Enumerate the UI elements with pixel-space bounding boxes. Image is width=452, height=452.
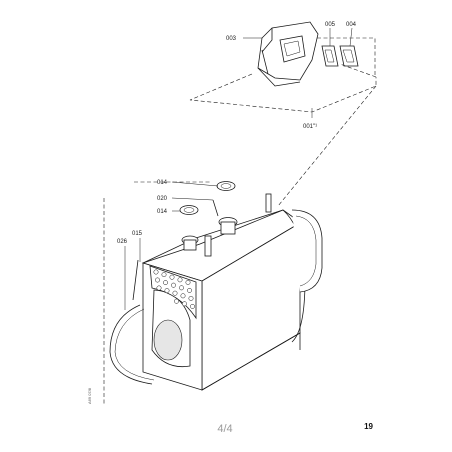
baffle-hole xyxy=(187,287,192,293)
callout-004: 004 xyxy=(346,22,357,28)
baffle-hole xyxy=(182,301,187,307)
sensor-020 xyxy=(212,199,219,217)
boiler-body xyxy=(109,181,323,391)
page-indicator: 4/4 xyxy=(217,423,233,435)
baffle-hole xyxy=(155,277,160,283)
gasket-004 xyxy=(339,45,359,67)
baffle-hole xyxy=(177,277,183,283)
baffle-hole xyxy=(190,303,195,309)
callout-014-lower: 014 xyxy=(157,209,168,215)
baffle-hole xyxy=(180,293,186,299)
flue-collar-inner xyxy=(295,215,317,287)
gasket-005-inner xyxy=(324,49,335,63)
callout-labels: 003 005 004 001"¹ 014 020 014 026 015 A6… xyxy=(87,22,357,404)
callout-020: 020 xyxy=(157,196,168,202)
callout-015: 015 xyxy=(132,231,143,237)
callout-003: 003 xyxy=(226,36,237,42)
callout-001: 001"¹ xyxy=(303,124,317,130)
baffle-hole xyxy=(156,285,162,291)
gasket-ring-026-inner xyxy=(114,308,155,381)
baffle-hole xyxy=(169,274,175,280)
baffle-hole xyxy=(161,272,167,278)
gasket-014-lower xyxy=(179,205,199,215)
rod-015 xyxy=(132,259,139,301)
housing-opening xyxy=(279,35,306,63)
chamber-interior xyxy=(153,319,183,361)
gasket-014-upper xyxy=(216,181,236,191)
return-connection-pipe xyxy=(220,221,236,235)
boiler-base-right xyxy=(201,332,301,391)
baffle-hole xyxy=(171,282,176,288)
baffle-hole xyxy=(185,279,191,285)
gasket-004-inner xyxy=(342,49,355,63)
gasket-014-upper-hole xyxy=(220,183,232,189)
callout-014-upper: 014 xyxy=(157,180,168,186)
baffle-hole xyxy=(153,269,159,275)
baffle-hole xyxy=(179,285,184,291)
leader-014a xyxy=(171,181,219,187)
flow-connection-pipe xyxy=(183,239,197,251)
burner-housing xyxy=(257,21,319,81)
gasket-005 xyxy=(321,45,339,67)
baffle-hole xyxy=(174,298,179,304)
assembly-path-lower xyxy=(277,85,377,207)
baffle-hole xyxy=(188,295,194,301)
baffle-hole xyxy=(163,280,168,286)
baffle-holes xyxy=(153,269,195,309)
baffle-hole xyxy=(164,288,170,294)
assembly-path-upper xyxy=(189,63,377,113)
leader-004 xyxy=(349,27,353,47)
page-number: 19 xyxy=(364,422,373,431)
sensor-well xyxy=(204,235,212,257)
baffle-hole xyxy=(172,290,178,296)
burner-housing-assembly xyxy=(243,21,376,118)
housing-base xyxy=(257,67,301,87)
callout-026: 026 xyxy=(117,239,128,245)
drawing-code: A69 07/8 xyxy=(87,387,92,404)
vent-pipe xyxy=(265,193,272,213)
housing-edge xyxy=(261,28,273,53)
housing-seam xyxy=(261,49,269,75)
gasket-014-lower-hole xyxy=(183,207,195,213)
callout-005: 005 xyxy=(325,22,336,28)
leader-020 xyxy=(171,197,214,201)
gasket-ring-026 xyxy=(109,304,153,385)
housing-opening-inner xyxy=(283,40,301,57)
